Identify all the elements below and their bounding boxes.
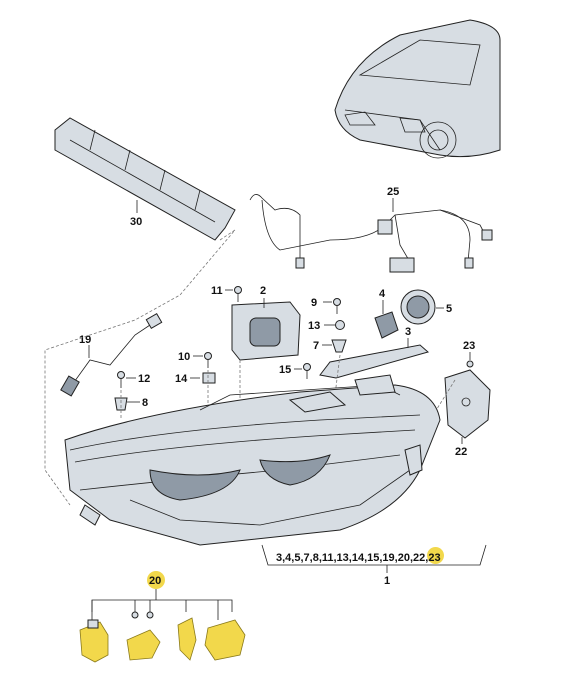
callout-2: 2 xyxy=(260,285,266,297)
highlight-badge-group-20 xyxy=(147,571,165,589)
screw-9 xyxy=(333,298,341,314)
callout-9: 9 xyxy=(311,297,317,309)
repair-clip-b xyxy=(126,611,161,661)
assembly-guide-22 xyxy=(429,379,456,421)
assembly-parts-list: 3,4,5,7,8,11,13,14,15,19,20,22,23 xyxy=(276,552,441,564)
group-20-leaders xyxy=(91,600,219,620)
part-30-bracket xyxy=(54,117,236,241)
screw-11 xyxy=(234,286,242,302)
part-2-control-module xyxy=(231,301,301,361)
grommet-8 xyxy=(114,397,128,411)
assembly-list-suffix: ,22,23 xyxy=(410,552,441,564)
callout-14: 14 xyxy=(175,373,188,385)
repair-clip-d xyxy=(204,619,246,661)
headlight-assembly xyxy=(64,374,441,546)
vehicle-illustration xyxy=(334,19,501,159)
repair-clip-c xyxy=(177,617,197,661)
part-5-cover-cap xyxy=(400,289,436,325)
screw-23 xyxy=(466,360,474,368)
callout-15: 15 xyxy=(279,364,291,376)
assembly-bracket xyxy=(261,544,487,566)
callout-22: 22 xyxy=(455,446,467,458)
callout-11: 11 xyxy=(211,285,223,297)
assembly-list-prefix: 3,4,5,7,8,11,13,14,15,19, xyxy=(276,552,398,564)
grommet-7 xyxy=(331,339,347,353)
repair-clip-a xyxy=(79,619,109,663)
callout-12: 12 xyxy=(138,373,150,385)
callout-1: 1 xyxy=(384,575,390,587)
screw-10 xyxy=(204,352,212,368)
part-22-bracket xyxy=(444,369,491,439)
screw-15 xyxy=(303,363,311,379)
callout-20-group: 20 xyxy=(149,575,161,587)
callout-25: 25 xyxy=(387,186,399,198)
part-4-actuator xyxy=(374,311,399,339)
assembly-list-highlight: 20 xyxy=(398,552,410,564)
clip-14 xyxy=(202,372,216,384)
part-3-retaining-strip xyxy=(319,344,430,379)
callout-23: 23 xyxy=(463,340,475,352)
callout-19: 19 xyxy=(79,334,91,346)
highlight-badge-20 xyxy=(427,547,444,564)
callout-5: 5 xyxy=(446,303,452,315)
callout-30: 30 xyxy=(130,216,142,228)
screw-12 xyxy=(117,371,125,388)
nut-13 xyxy=(335,320,345,330)
callout-10: 10 xyxy=(178,351,190,363)
assembly-guide-7 xyxy=(334,354,341,396)
callout-3: 3 xyxy=(405,326,411,338)
callout-7: 7 xyxy=(313,340,319,352)
group-20-bracket xyxy=(91,589,233,612)
part-19-cable xyxy=(60,312,163,397)
callout-4: 4 xyxy=(379,288,386,300)
callout-8: 8 xyxy=(142,397,148,409)
callout-13: 13 xyxy=(308,320,320,332)
part-25-wiring-harness xyxy=(249,194,493,273)
